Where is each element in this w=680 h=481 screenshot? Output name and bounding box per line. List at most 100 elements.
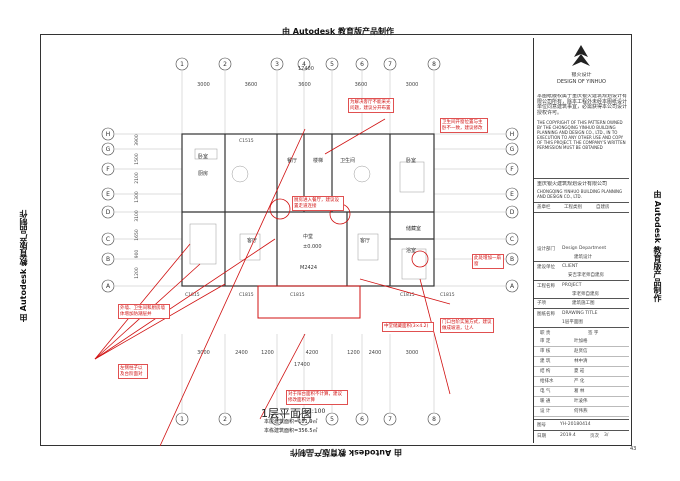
window-label: C1515 [239, 138, 254, 144]
page-number: 43 [630, 446, 637, 452]
grid-bubble [297, 57, 311, 71]
grid-bubble [505, 127, 519, 141]
grid-label: 4 [302, 416, 306, 423]
level-mark: ±0.000 [303, 244, 322, 250]
grid-label: D [106, 209, 111, 216]
grid-label: H [510, 131, 515, 138]
sign-role: 建 筑 [540, 359, 551, 364]
markup-note: 外墙、卫生间和厨房墙体增加防潮层并 [118, 304, 170, 319]
plan-area-total: 本栋建筑面积=356.5㎡ [264, 428, 318, 434]
dim-bottom: 1200 [347, 350, 360, 356]
dim-top: 3000 [197, 82, 210, 88]
project-value: PROJECT [562, 283, 582, 288]
grid-bubble [101, 187, 115, 201]
project-label: 工程名称 [537, 284, 555, 289]
company-logo-text: 银火设计 [571, 72, 592, 78]
company-logo [572, 45, 590, 66]
title-block: 银火设计 DESIGN OF YINHUO 本图纸版权属于重庆银火建筑规划设计有… [533, 38, 629, 443]
stamp-label: 盖章栏 [537, 205, 551, 210]
grid-label: E [510, 191, 514, 198]
grid-bubble [218, 412, 232, 426]
grid-bubble [383, 57, 397, 71]
watermark-right: 由 Autodesk 教育版产品制作 [653, 190, 662, 303]
grid-bubble [383, 412, 397, 426]
copyright-statement-en: THE COPYRIGHT OF THIS PATTERN OWNED BY T… [537, 120, 626, 150]
markup-note: 门口台阶实施方式，建议做成坡道，让人 [440, 318, 494, 333]
dim-bottom: 4200 [306, 350, 319, 356]
markup-note: 此处增加一扇窗 [472, 254, 504, 269]
stamp-value: 工程类别 [564, 205, 582, 210]
markup-note: 厨房进入餐厅，建议设置走道连接 [292, 196, 344, 211]
sign-role: 暖 通 [540, 399, 551, 404]
company-en: DESIGN OF YINHUO [557, 79, 606, 85]
grid-label: 5 [330, 61, 334, 68]
grid-label: G [106, 146, 111, 153]
grid-bubble [270, 57, 284, 71]
sign-role: 给排水 [540, 379, 554, 384]
design-dept: 建筑设计 [574, 255, 592, 260]
grid-bubble [325, 412, 339, 426]
dim-left: 3100 [134, 210, 140, 222]
room-dining: 餐厅 [287, 158, 298, 164]
grid-label: A [106, 283, 111, 290]
dim-left: 2100 [134, 172, 140, 184]
sign-role: 设 计 [540, 409, 551, 414]
company-en2: CHONGQING YINHUO BUILDING PLANNING AND D… [537, 189, 623, 199]
project-name: 李老师自建房 [572, 292, 599, 297]
markup-note: 为解决客厅不能采光问题，建议分开布置 [348, 98, 394, 113]
grid-label: 6 [360, 416, 364, 423]
grid-label: 3 [275, 416, 279, 423]
date-label: 日期 [537, 434, 546, 439]
grid-bubble [270, 412, 284, 426]
grid-bubble [427, 57, 441, 71]
grid-bubble [101, 162, 115, 176]
grid-label: 6 [360, 61, 364, 68]
sign-role: 电 气 [540, 389, 551, 394]
drawing-sheet [40, 34, 632, 446]
sub-name: 建筑施工图 [572, 301, 595, 306]
markup-lines [94, 118, 451, 446]
grid-label: C [106, 236, 110, 243]
dim-left: 1300 [134, 191, 140, 203]
grid-bubble [101, 252, 115, 266]
grid-bubble [505, 252, 519, 266]
room-living-right: 客厅 [360, 238, 371, 244]
company-cn: 重庆银火建筑规划设计有限公司 [537, 181, 608, 187]
window-label: C1815 [400, 292, 415, 298]
grid-bubble [175, 412, 189, 426]
grid-label: 2 [223, 61, 227, 68]
window-label: C1815 [185, 292, 200, 298]
grid-label: 7 [388, 61, 392, 68]
dim-top: 3600 [355, 82, 368, 88]
grid-bubble [427, 412, 441, 426]
watermark-top: 由 Autodesk 教育版产品制作 [282, 27, 395, 36]
grid-label: E [106, 191, 110, 198]
sign-name: 林中清 [574, 359, 588, 364]
plan-title: 1层平面图 [261, 407, 312, 420]
grid-bubble [505, 232, 519, 246]
client-name: 安吉李老师自建房 [568, 273, 604, 278]
dim-bottom: 3000 [197, 350, 210, 356]
grid-bubble [325, 57, 339, 71]
grid-bubble [505, 162, 519, 176]
grid-bubble [101, 279, 115, 293]
client-label: 建设单位 [537, 265, 555, 270]
grid-bubble [101, 142, 115, 156]
grid-label: 2 [223, 416, 227, 423]
sheet: 3/ [604, 433, 609, 438]
sign-name: 叶加格 [574, 339, 588, 344]
drawing-title-value: DRAWING TITLE [562, 311, 598, 316]
grid-label: A [510, 283, 515, 290]
grid-label: 8 [432, 61, 436, 68]
grid-label: H [106, 131, 111, 138]
room-living-left: 客厅 [247, 238, 258, 244]
sign-name: 何伟燕 [574, 409, 588, 414]
dim-top: 3600 [245, 82, 258, 88]
client-value: CLIENT [562, 264, 578, 269]
markup-note: 对于阳台面积不计算，建议修改面积计算 [286, 390, 348, 405]
sign-name: 叶凌伟 [574, 399, 588, 404]
grid-label: 1 [180, 416, 184, 423]
design-label: 设计部门 [537, 247, 555, 252]
